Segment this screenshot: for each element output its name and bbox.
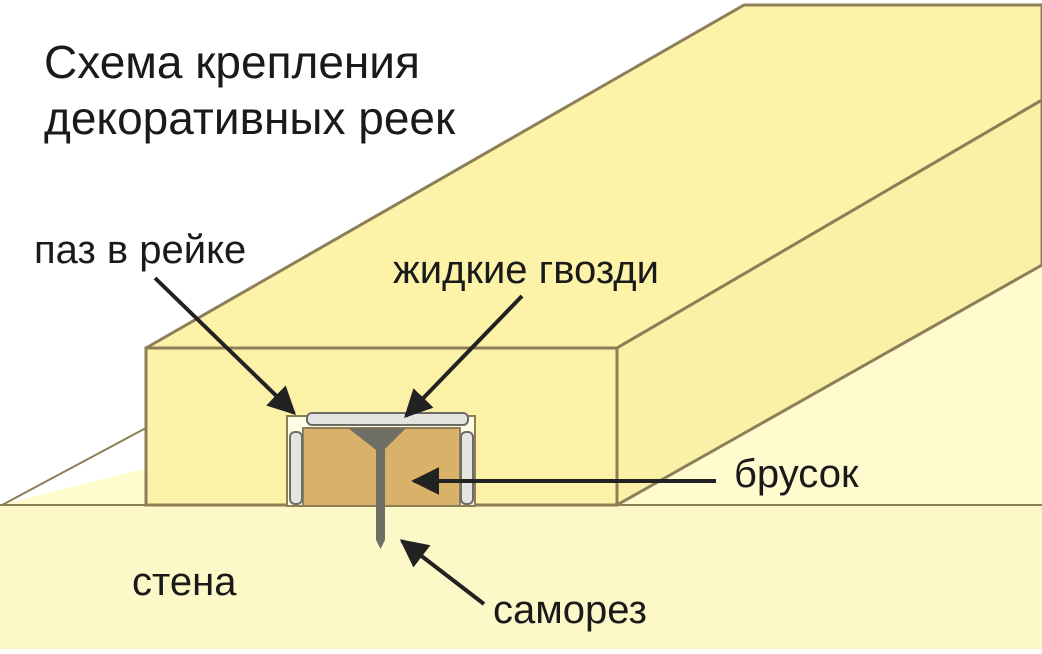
title-line-1: Схема крепления (44, 36, 420, 88)
arrow-groove (153, 276, 297, 415)
label-wall: стена (132, 560, 237, 604)
wall (0, 505, 1042, 649)
wall-edge-line (1, 427, 147, 506)
label-groove: паз в рейке (34, 228, 246, 272)
screw-tip (376, 540, 385, 549)
glue-strip-left (289, 431, 303, 505)
arrow-liquid-nails (404, 294, 524, 419)
screw-shank (376, 448, 385, 540)
glue-strip-top (306, 412, 469, 426)
screw-head (348, 428, 406, 450)
label-screw: саморез (493, 588, 647, 632)
title-line-2: декоративных реек (44, 92, 456, 144)
glue-strip-right (460, 431, 474, 505)
arrow-screw (399, 539, 486, 606)
label-bar: брусок (734, 452, 859, 496)
label-liquid-nails: жидкие гвозди (393, 248, 659, 292)
